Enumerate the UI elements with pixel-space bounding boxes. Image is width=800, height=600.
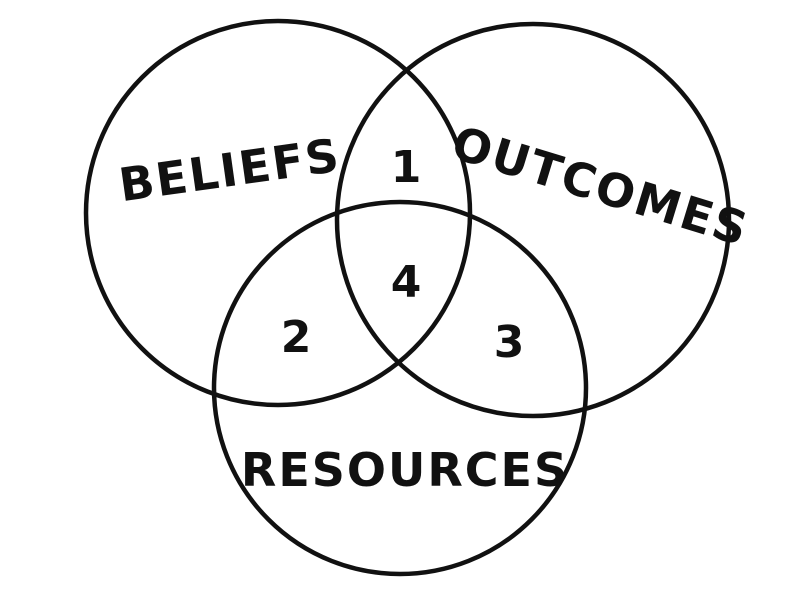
outcomes-circle	[334, 21, 732, 419]
resources-circle	[211, 199, 589, 577]
region-1-beliefs-outcomes: 1	[391, 142, 422, 193]
beliefs-label: BELIEFS	[116, 128, 344, 212]
resources-label: RESOURCES	[241, 443, 569, 497]
beliefs-circle	[83, 18, 473, 408]
region-4-all-three: 4	[391, 257, 422, 308]
region-3-outcomes-resources: 3	[494, 317, 525, 368]
region-2-beliefs-resources: 2	[281, 312, 312, 363]
